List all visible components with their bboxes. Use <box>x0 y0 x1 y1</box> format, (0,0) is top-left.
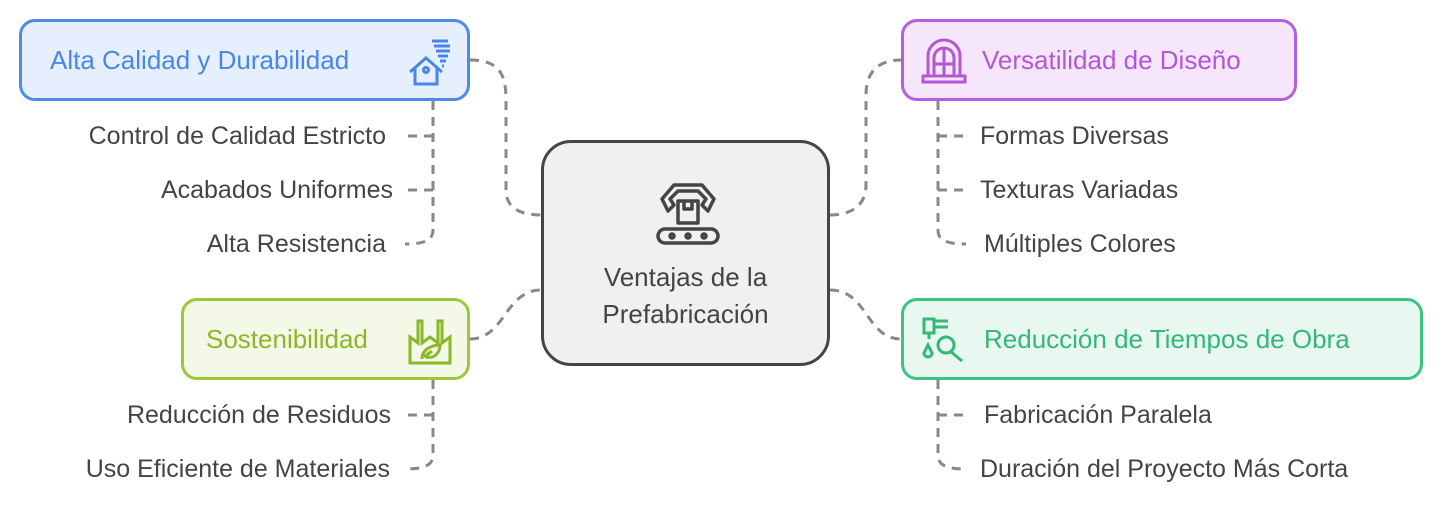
list-item: Texturas Variadas <box>980 176 1179 204</box>
eco-factory-icon <box>408 319 452 365</box>
list-item: Control de Calidad Estricto <box>88 122 386 150</box>
robotic-arm-conveyor-icon <box>656 183 720 245</box>
branch-time: Reducción de Tiempos de Obra <box>901 298 1423 380</box>
branch-title: Versatilidad de Diseño <box>982 44 1241 75</box>
branch-sustainability: Sostenibilidad <box>181 298 470 380</box>
list-item: Alta Resistencia <box>206 230 386 258</box>
branch-quality: Alta Calidad y Durabilidad <box>19 19 470 101</box>
list-item: Uso Eficiente de Materiales <box>85 455 390 483</box>
branch-design: Versatilidad de Diseño <box>901 19 1297 101</box>
branch-title: Alta Calidad y Durabilidad <box>50 44 350 75</box>
list-item: Formas Diversas <box>980 122 1169 150</box>
connector-time-items <box>936 380 967 471</box>
branch-title: Sostenibilidad <box>206 323 368 354</box>
connector-center-design <box>829 58 902 217</box>
branch-title: Reducción de Tiempos de Obra <box>984 323 1350 354</box>
list-item: Múltiples Colores <box>984 230 1176 258</box>
list-item: Reducción de Residuos <box>126 401 391 429</box>
central-topic: Ventajas de la Prefabricación <box>541 140 830 366</box>
list-item: Acabados Uniformes <box>160 176 393 204</box>
connector-sustainability-items <box>404 380 435 471</box>
plumbing-tools-icon <box>922 317 963 363</box>
house-storm-icon <box>409 39 450 86</box>
connector-center-quality <box>469 58 542 217</box>
central-title-line2: Prefabricación <box>602 299 769 329</box>
connector-quality-items <box>404 101 435 246</box>
list-item: Duración del Proyecto Más Corta <box>980 455 1349 483</box>
central-title-line1: Ventajas de la <box>603 262 768 292</box>
list-item: Fabricación Paralela <box>984 401 1212 429</box>
connector-center-sustainability <box>469 288 542 341</box>
connector-center-time <box>829 288 902 341</box>
window-building-icon <box>921 38 967 84</box>
connector-design-items <box>936 101 967 246</box>
